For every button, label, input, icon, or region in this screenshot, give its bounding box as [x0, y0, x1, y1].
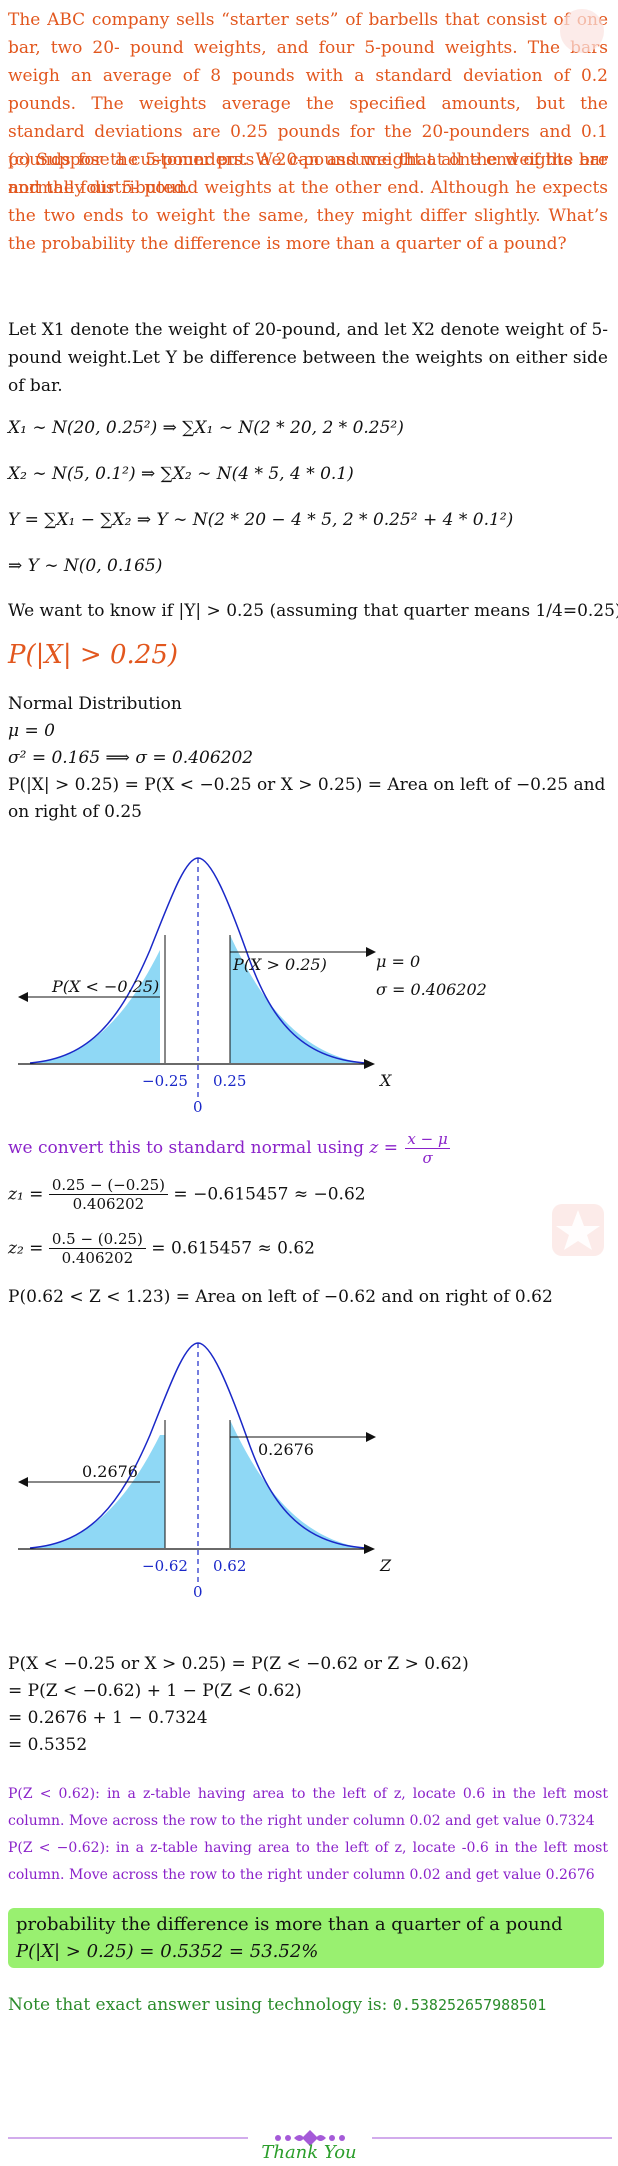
fig2-left-arrow-head — [18, 1477, 28, 1487]
nd-title: Normal Distribution — [8, 694, 182, 714]
z1-lhs: z₁ = — [8, 1184, 44, 1205]
fig1-axis-label: X — [378, 1071, 392, 1090]
target-probability: P(|X| > 0.25) — [8, 640, 179, 670]
fig2-right-tail-area — [230, 1420, 365, 1548]
definition-text: Let X1 denote the weight of 20-pound, an… — [8, 320, 608, 396]
z1-numerator: 0.25 − (−0.25) — [48, 1176, 169, 1195]
z-denominator: σ — [422, 1149, 433, 1167]
fig2-tick-pos: 0.62 — [213, 1557, 246, 1575]
z2-lhs: z₂ = — [8, 1238, 44, 1259]
answer-label: probability the difference is more than … — [16, 1914, 563, 1935]
fig2-axis-label: Z — [379, 1556, 392, 1575]
fig1-right-label: P(X > 0.25) — [232, 955, 327, 974]
z-symbol: z = — [369, 1138, 398, 1158]
ornament-divider — [8, 2130, 612, 2146]
fig2-center-label: 0 — [193, 1583, 203, 1601]
z2-equation: z₂ = 0.5 − (0.25) 0.406202 = 0.615457 ≈ … — [8, 1230, 315, 1267]
flourish-icon — [275, 2130, 345, 2146]
fig1-sigma-label: σ = 0.406202 — [376, 980, 487, 999]
calc-line-2: = P(Z < −0.62) + 1 − P(Z < 0.62) — [8, 1681, 302, 1701]
tech-label: Note that exact answer using technology … — [8, 1995, 388, 2015]
fig2-x-axis-arrow — [364, 1544, 375, 1554]
convert-line: we convert this to standard normal using… — [8, 1130, 450, 1167]
fig1-mu-label: μ = 0 — [376, 952, 420, 971]
mu-value: μ = 0 — [8, 721, 55, 741]
z1-rhs: = −0.615457 ≈ −0.62 — [173, 1184, 366, 1205]
definition-block: Let X1 denote the weight of 20-pound, an… — [8, 316, 608, 400]
normal-curve-figure-z: 0.2676 0.2676 −0.62 0.62 0 Z — [18, 1342, 392, 1601]
want-statement: We want to know if |Y| > 0.25 (assuming … — [8, 601, 618, 621]
z2-fraction: 0.5 − (0.25) 0.406202 — [48, 1230, 146, 1267]
problem-part-c: (c) Suppose a customer puts a 20-pound w… — [8, 146, 608, 258]
equation-y: Y = ∑X₁ − ∑X₂ ⇒ Y ∼ N(2 * 20 − 4 * 5, 2 … — [8, 510, 514, 530]
equation-x1: X₁ ∼ N(20, 0.25²) ⇒ ∑X₁ ∼ N(2 * 20, 2 * … — [8, 418, 404, 438]
answer-box: probability the difference is more than … — [8, 1908, 604, 1968]
z1-equation: z₁ = 0.25 − (−0.25) 0.406202 = −0.615457… — [8, 1176, 366, 1213]
z2-numerator: 0.5 − (0.25) — [48, 1230, 146, 1249]
problem-statement: The ABC company sells “starter sets” of … — [8, 6, 608, 202]
fig1-center-label: 0 — [193, 1098, 203, 1116]
normal-curve-figure-x: P(X < −0.25) P(X > 0.25) μ = 0 σ = 0.406… — [18, 857, 487, 1116]
equation-y-result: ⇒ Y ∼ N(0, 0.165) — [8, 556, 163, 576]
answer-value: P(|X| > 0.25) = 0.5352 = 53.52% — [16, 1941, 319, 1962]
ztable-note-1: P(Z < 0.62): in a z-table having area to… — [8, 1786, 608, 1829]
fig1-tick-pos: 0.25 — [213, 1072, 246, 1090]
equation-x2: X₂ ∼ N(5, 0.1²) ⇒ ∑X₂ ∼ N(4 * 5, 4 * 0.1… — [8, 464, 354, 484]
sigma-value: σ² = 0.165 ⟹ σ = 0.406202 — [8, 748, 254, 768]
problem-part-c-text: (c) Suppose a customer puts a 20-pound w… — [8, 150, 608, 254]
ztable-note-2: P(Z < −0.62): in a z-table having area t… — [8, 1840, 608, 1883]
z-fraction: x − μ σ — [405, 1130, 450, 1167]
z-numerator: x − μ — [405, 1130, 450, 1149]
calc-line-1: P(X < −0.25 or X > 0.25) = P(Z < −0.62 o… — [8, 1654, 469, 1674]
thank-you: Thank You — [261, 2142, 357, 2163]
pz-line: P(0.62 < Z < 1.23) = Area on left of −0.… — [8, 1287, 553, 1307]
area-line-2: on right of 0.25 — [8, 802, 142, 822]
fig2-left-label: 0.2676 — [82, 1462, 138, 1481]
convert-text: we convert this to standard normal using — [8, 1138, 364, 1158]
right-tail-area — [230, 935, 365, 1063]
area-line-1: P(|X| > 0.25) = P(X < −0.25 or X > 0.25)… — [8, 775, 606, 795]
left-tail-area — [30, 950, 160, 1063]
fig2-right-label: 0.2676 — [258, 1440, 314, 1459]
x-axis-arrow — [364, 1059, 375, 1069]
fig2-left-tail-area — [30, 1435, 165, 1548]
fig2-right-arrow-head — [366, 1432, 376, 1442]
fig1-tick-neg: −0.25 — [142, 1072, 188, 1090]
z2-denominator: 0.406202 — [61, 1249, 134, 1267]
problem-intro: The ABC company sells “starter sets” of … — [8, 10, 608, 198]
z1-denominator: 0.406202 — [72, 1195, 145, 1213]
tech-note: Note that exact answer using technology … — [8, 1995, 546, 2015]
watermark-star-icon — [552, 1204, 604, 1256]
fig2-tick-neg: −0.62 — [142, 1557, 188, 1575]
watermark-logo-icon — [560, 9, 604, 53]
z1-fraction: 0.25 − (−0.25) 0.406202 — [48, 1176, 169, 1213]
left-arrow-head — [18, 992, 28, 1002]
right-arrow-head — [366, 947, 376, 957]
z2-rhs: = 0.615457 ≈ 0.62 — [151, 1238, 315, 1259]
calc-line-3: = 0.2676 + 1 − 0.7324 — [8, 1708, 208, 1728]
tech-value: 0.538252657988501 — [392, 1996, 547, 2014]
fig1-left-label: P(X < −0.25) — [51, 977, 159, 996]
calc-line-4: = 0.5352 — [8, 1735, 88, 1755]
